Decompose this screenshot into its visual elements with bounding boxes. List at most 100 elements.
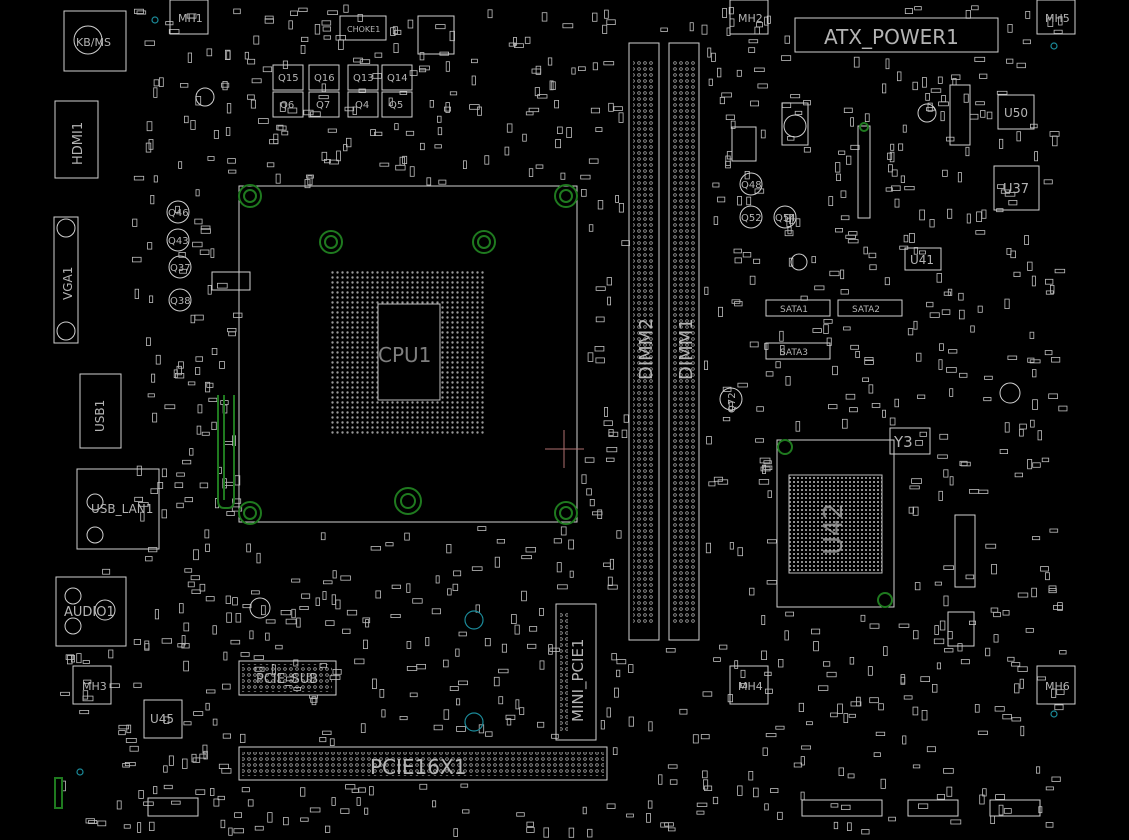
- smd-pad: [145, 142, 152, 153]
- smd-pad: [246, 543, 251, 553]
- smd-pad: [233, 8, 241, 15]
- audio-label: AUDIO1: [64, 605, 115, 620]
- smd-pad: [626, 813, 634, 818]
- smd-pad: [322, 26, 332, 32]
- smd-pad: [179, 268, 187, 274]
- smd-pad: [168, 755, 174, 766]
- smd-pad: [354, 658, 365, 665]
- smd-pad: [871, 402, 881, 408]
- smd-pad: [426, 177, 432, 186]
- smd-pad: [219, 361, 225, 369]
- smd-pad: [594, 345, 605, 352]
- smd-pad: [199, 583, 206, 592]
- mh1-pad: [169, 0, 209, 35]
- smd-pad: [891, 169, 898, 177]
- smd-pad: [227, 158, 236, 164]
- smd-pad: [203, 750, 208, 760]
- smd-pad: [319, 737, 327, 743]
- smd-pad: [919, 209, 925, 221]
- smd-pad: [318, 95, 329, 100]
- smd-pad: [1058, 405, 1068, 412]
- smd-pad: [1006, 58, 1014, 64]
- smd-pad: [606, 803, 616, 809]
- smd-pad: [200, 225, 211, 230]
- smd-pad: [456, 726, 466, 732]
- smd-pad: [1014, 683, 1020, 694]
- smd-pad: [323, 35, 331, 40]
- smd-pad: [927, 102, 933, 112]
- smd-pad: [623, 414, 629, 423]
- smd-pad: [134, 288, 140, 299]
- q38-label: Q38: [170, 296, 191, 307]
- smd-pad: [779, 330, 784, 342]
- smd-pad: [462, 160, 467, 170]
- smd-pad: [725, 114, 735, 120]
- smd-pad: [762, 464, 767, 474]
- smd-pad: [1007, 355, 1018, 360]
- q37-label: Q37: [170, 263, 191, 274]
- smd-pad: [767, 539, 777, 544]
- smd-pad: [761, 650, 767, 661]
- smd-pad: [82, 690, 89, 700]
- smd-pad: [521, 555, 533, 560]
- smd-pad: [833, 821, 839, 830]
- smd-pad: [607, 296, 611, 306]
- y3-crystal: [889, 427, 931, 455]
- smd-pad: [795, 421, 801, 432]
- smd-pad: [993, 634, 999, 643]
- smd-pad: [765, 371, 774, 377]
- smd-pad: [863, 246, 868, 255]
- smd-pad: [582, 806, 587, 815]
- smd-pad: [82, 660, 90, 664]
- smd-pad: [939, 433, 949, 440]
- smd-pad: [526, 821, 534, 827]
- smd-pad: [311, 696, 317, 706]
- smd-pad: [785, 611, 795, 617]
- smd-pad: [826, 337, 832, 346]
- u41-chip: [904, 247, 942, 271]
- smd-pad: [597, 200, 604, 210]
- smd-pad: [843, 713, 849, 723]
- smd-pad: [1004, 422, 1010, 433]
- smd-pad: [814, 285, 825, 291]
- smd-pad: [730, 120, 736, 129]
- smd-pad: [900, 175, 906, 183]
- smd-pad: [713, 657, 721, 662]
- smd-pad: [606, 277, 612, 286]
- dimm2-slot: [628, 42, 660, 641]
- smd-pad: [134, 496, 143, 502]
- smd-pad: [434, 144, 442, 149]
- smd-pad: [801, 745, 812, 750]
- smd-pad: [902, 735, 907, 745]
- smd-pad: [885, 187, 893, 192]
- smd-pad: [279, 102, 286, 112]
- smd-pad: [528, 107, 540, 113]
- smd-pad: [756, 406, 764, 412]
- smd-pad: [332, 570, 337, 579]
- smd-pad: [399, 156, 405, 166]
- smd-pad: [145, 337, 151, 346]
- smd-pad: [419, 783, 428, 790]
- smd-pad: [470, 58, 478, 64]
- smd-pad: [136, 465, 142, 476]
- smd-pad: [1011, 717, 1022, 722]
- smd-pad: [748, 47, 756, 53]
- smd-pad: [154, 609, 160, 620]
- smd-pad: [696, 810, 705, 815]
- smd-pad: [282, 817, 289, 826]
- smd-pad: [908, 506, 914, 514]
- smd-pad: [941, 95, 946, 103]
- smd-pad: [764, 803, 769, 811]
- smd-pad: [794, 110, 803, 116]
- ps2-label: KB/MS: [76, 36, 111, 49]
- smd-pad: [818, 685, 829, 691]
- smd-pad: [217, 795, 225, 801]
- smd-pad: [703, 779, 709, 790]
- smd-pad: [765, 733, 777, 738]
- smd-pad: [862, 377, 869, 382]
- smd-pad: [153, 175, 158, 183]
- smd-pad: [153, 87, 158, 98]
- smd-pad: [718, 306, 724, 317]
- smd-pad: [409, 70, 418, 76]
- smd-pad: [912, 764, 921, 769]
